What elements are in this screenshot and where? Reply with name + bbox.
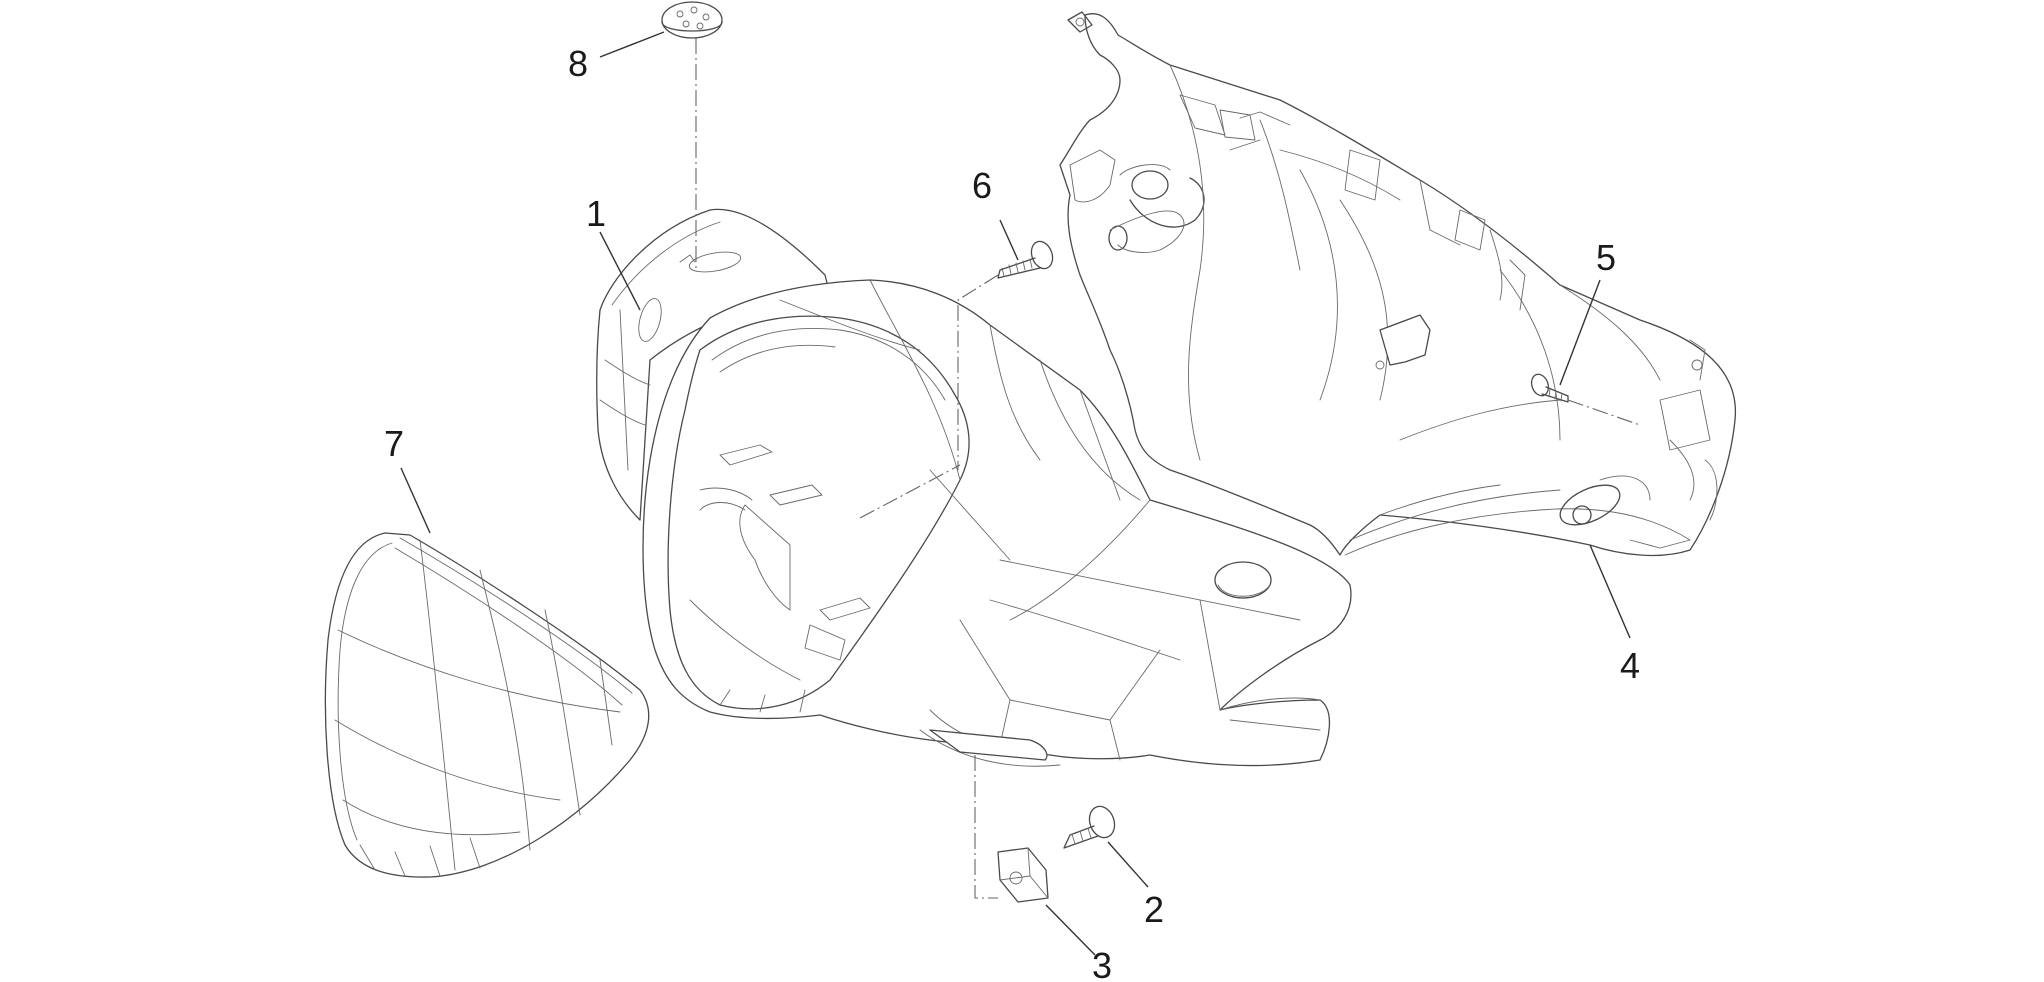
callout-7: 7 (384, 423, 404, 464)
leader-lines (400, 31, 1631, 956)
part-4-rear-cover (1059, 11, 1737, 557)
callout-3: 3 (1092, 945, 1112, 982)
part-8-grommet (661, 1, 723, 39)
callout-6: 6 (972, 165, 992, 206)
callout-numbers: 8 1 7 6 5 4 2 3 (384, 43, 1640, 982)
part-1-front-cover (596, 208, 1352, 767)
part-6-screw (997, 240, 1054, 279)
part-2-screw (1063, 805, 1116, 849)
part-5-screw (1530, 373, 1569, 403)
part-3-clip-nut (997, 847, 1049, 903)
callout-8: 8 (568, 43, 588, 84)
callout-1: 1 (586, 193, 606, 234)
assembly-lines (695, 38, 1641, 899)
callout-2: 2 (1144, 889, 1164, 930)
callout-5: 5 (1596, 237, 1616, 278)
part-7-lens-cover (324, 532, 650, 878)
callout-4: 4 (1620, 645, 1640, 686)
